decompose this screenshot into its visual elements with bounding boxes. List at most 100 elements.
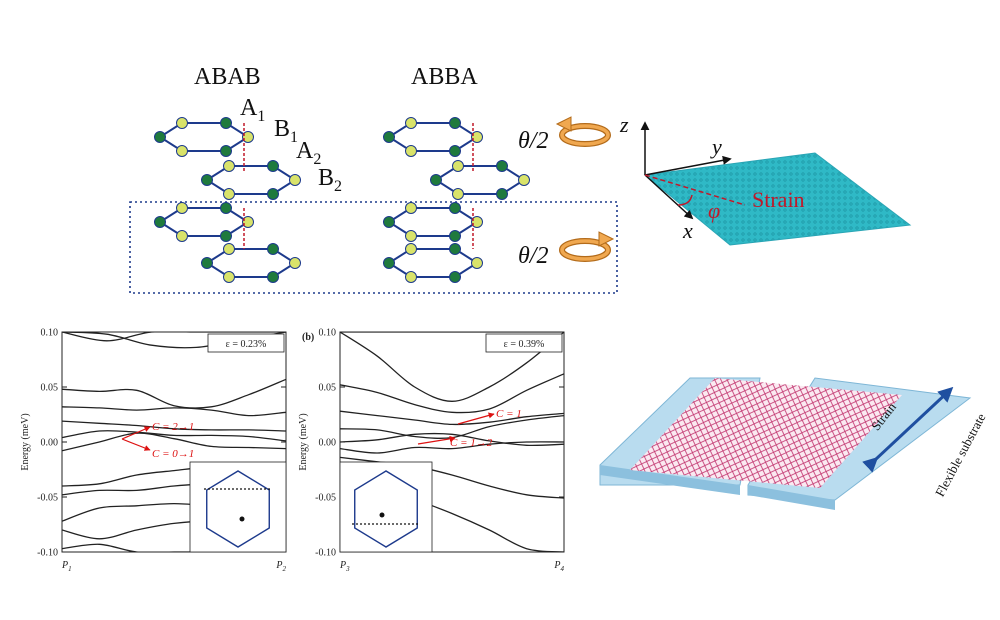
band-line — [62, 420, 286, 432]
atom — [383, 131, 395, 143]
x-axis-label: x — [683, 218, 693, 243]
band-line — [62, 332, 286, 342]
dotted-box — [129, 201, 618, 294]
atom — [267, 243, 279, 255]
layer-label-b2: B2 — [318, 165, 343, 195]
atom — [220, 117, 232, 129]
abba-layer-3 — [383, 202, 483, 242]
abab-layer-3 — [154, 202, 254, 242]
atom — [449, 271, 461, 283]
band-line — [340, 332, 564, 402]
strain-value-label: ε = 0.39% — [504, 339, 545, 350]
band-line — [340, 432, 564, 447]
y-tick-label: 0.00 — [319, 438, 337, 449]
y-axis — [644, 155, 732, 176]
band-line — [62, 432, 286, 452]
atom — [452, 188, 464, 200]
panel-label: (b) — [302, 332, 314, 343]
atom — [176, 230, 188, 242]
brillouin-zone-hexagon — [354, 470, 418, 548]
y-tick-label: -0.05 — [315, 493, 336, 504]
y-axis-label: Energy (meV) — [20, 413, 31, 470]
atom — [496, 160, 508, 172]
abba-layer-4 — [383, 243, 483, 283]
atom — [405, 117, 417, 129]
brillouin-zone-hexagon — [206, 470, 270, 548]
atom — [405, 145, 417, 157]
strain-value-label: ε = 0.23% — [226, 339, 267, 350]
atom — [449, 243, 461, 255]
atom — [289, 257, 301, 269]
band-line — [340, 441, 564, 454]
abab-layer-1 — [154, 117, 254, 157]
layer-label-a1: A1 — [240, 95, 266, 125]
layer-label-a2: A2 — [296, 138, 322, 168]
device-strain-arrow-icon — [862, 386, 954, 473]
atom — [242, 131, 254, 143]
atom — [201, 174, 213, 186]
atom — [223, 160, 235, 172]
abba-layer-2 — [430, 160, 530, 200]
phi-label: φ — [708, 198, 721, 223]
atom — [267, 271, 279, 283]
x-tick-label: P1 — [61, 560, 72, 573]
atom — [154, 216, 166, 228]
atom — [405, 243, 417, 255]
atom — [267, 188, 279, 200]
atom — [449, 117, 461, 129]
atom — [223, 188, 235, 200]
inset-box — [189, 461, 287, 553]
atom — [223, 271, 235, 283]
atom — [220, 230, 232, 242]
atom — [449, 145, 461, 157]
chern-annotation: C = 2→1 — [152, 421, 194, 433]
y-tick-label: -0.10 — [37, 548, 58, 559]
x-tick-label: P4 — [553, 560, 564, 573]
atom — [383, 257, 395, 269]
layer-label-b1: B1 — [274, 116, 299, 146]
band-line — [62, 406, 286, 417]
atom — [220, 202, 232, 214]
atom — [452, 160, 464, 172]
device-diagram — [599, 377, 972, 510]
abab-layer-2 — [201, 160, 301, 200]
x-tick-label: P3 — [339, 560, 350, 573]
atom — [223, 243, 235, 255]
abab-layer-4 — [201, 243, 301, 283]
rotation-arrow-top-icon — [555, 116, 611, 147]
atom — [289, 174, 301, 186]
y-tick-label: 0.00 — [41, 438, 59, 449]
band-line — [340, 373, 564, 414]
y-tick-label: -0.10 — [315, 548, 336, 559]
abba-label: ABBA — [411, 64, 478, 90]
atom — [176, 117, 188, 129]
atom — [449, 202, 461, 214]
chern-annotation: C = 1 — [496, 408, 522, 420]
strain-label-red: Strain — [752, 187, 805, 212]
chern-annotation: C = 0→1 — [152, 448, 194, 460]
atom — [154, 131, 166, 143]
atom — [518, 174, 530, 186]
abba-layer-1 — [383, 117, 483, 157]
rotation-arrow-bottom-icon — [559, 231, 615, 262]
abab-label: ABAB — [194, 64, 261, 90]
x-tick-label: P2 — [275, 560, 286, 573]
strain-sheet-diagram — [640, 121, 912, 246]
band-line — [340, 410, 564, 426]
atom — [267, 160, 279, 172]
y-tick-label: 0.05 — [41, 383, 59, 394]
atom — [449, 230, 461, 242]
atom — [471, 131, 483, 143]
y-tick-label: 0.10 — [319, 328, 337, 339]
atom — [176, 202, 188, 214]
atom — [242, 216, 254, 228]
atom — [471, 216, 483, 228]
y-tick-label: 0.05 — [319, 383, 337, 394]
k-point-dot — [379, 512, 385, 518]
x-axis — [644, 174, 694, 220]
k-point-dot — [239, 516, 245, 522]
band-line — [62, 430, 286, 442]
y-tick-label: 0.10 — [41, 328, 59, 339]
strain-direction — [644, 174, 746, 206]
